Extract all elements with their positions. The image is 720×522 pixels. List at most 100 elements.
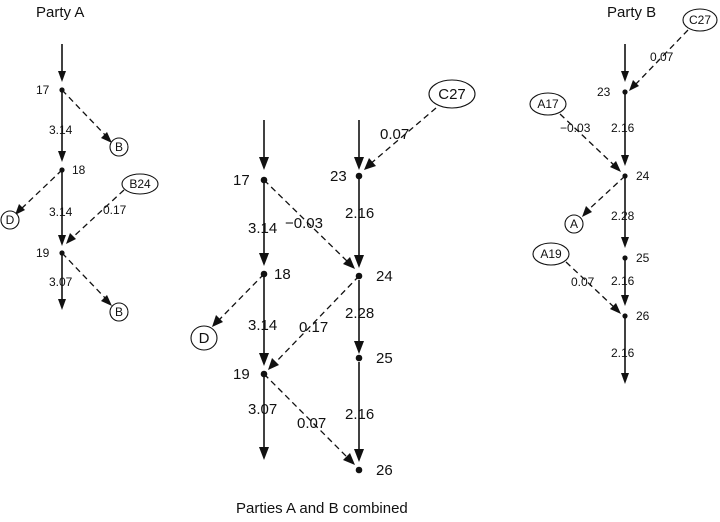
source-oval — [109, 302, 129, 322]
arrow-head — [259, 447, 269, 460]
node — [59, 250, 65, 256]
party-a-diagram: 17 18 19 3.14 3.14 3.07 0.17 B D B24 B — [0, 44, 159, 322]
edge-weight: 2.28 — [345, 305, 374, 322]
edge-weight: 0.07 — [650, 50, 674, 64]
node-label: 25 — [636, 251, 650, 265]
edge — [368, 107, 437, 166]
edge-weight: 3.07 — [49, 275, 73, 289]
arrow-head — [343, 453, 355, 465]
edge-weight: 3.14 — [248, 220, 277, 237]
arrow-head — [582, 206, 592, 217]
arrow-head — [621, 373, 629, 384]
edge-weight: 3.07 — [248, 401, 277, 418]
party-a-title: Party A — [36, 4, 84, 21]
source-oval — [564, 214, 584, 234]
arrow-head — [354, 157, 364, 170]
edge — [19, 169, 63, 211]
oval-label: C27 — [438, 86, 466, 103]
node — [59, 87, 65, 93]
arrow-head — [621, 155, 629, 166]
node-label: 19 — [233, 366, 250, 383]
arrow-head — [629, 80, 639, 91]
oval-label: A17 — [537, 97, 559, 111]
oval-label: D — [199, 330, 210, 347]
arrow-head — [621, 237, 629, 248]
node — [260, 270, 268, 278]
edge — [263, 373, 351, 461]
party-b-title: Party B — [607, 4, 656, 21]
oval-label: A19 — [540, 247, 562, 261]
edge-weight: 2.16 — [611, 121, 635, 135]
arrow-head — [259, 253, 269, 266]
arrow-head — [354, 449, 364, 462]
source-oval — [121, 173, 159, 195]
node-label: 24 — [376, 268, 393, 285]
combined-title: Parties A and B combined — [236, 500, 408, 517]
node — [260, 176, 268, 184]
edge — [585, 175, 626, 213]
edge-weight: −0.03 — [560, 121, 591, 135]
arrow-head — [354, 255, 364, 268]
node-label: 19 — [36, 246, 50, 260]
oval-label: C27 — [689, 13, 711, 27]
node-label: 18 — [72, 163, 86, 177]
edge-weight: 3.14 — [49, 205, 73, 219]
edge — [61, 89, 109, 139]
edge-weight: 0.07 — [297, 415, 326, 432]
edge — [633, 29, 689, 87]
edge — [263, 179, 351, 265]
source-oval — [532, 242, 570, 266]
source-oval — [428, 79, 476, 109]
edge — [559, 113, 617, 168]
node — [622, 89, 628, 95]
edge-weight: 0.17 — [103, 203, 127, 217]
oval-label: A — [570, 217, 578, 231]
edge-weight: 0.07 — [380, 126, 409, 143]
arrow-head — [58, 299, 66, 310]
node — [260, 370, 268, 378]
arrow-head — [101, 295, 112, 306]
source-oval — [529, 92, 567, 116]
edge-weight: 2.28 — [611, 209, 635, 223]
source-oval — [190, 325, 218, 351]
arrow-head — [58, 235, 66, 246]
node-label: 17 — [36, 83, 50, 97]
node-label: 24 — [636, 169, 650, 183]
edge-weight: 3.14 — [248, 317, 277, 334]
arrow-head — [354, 341, 364, 354]
edge-weight: 0.07 — [571, 275, 595, 289]
node — [622, 313, 628, 319]
edge — [61, 252, 109, 302]
edge-weight: 0.17 — [299, 319, 328, 336]
arrow-head — [268, 358, 279, 370]
arrow-head — [58, 71, 66, 82]
edge — [216, 273, 265, 323]
oval-label: D — [6, 213, 15, 227]
edge — [565, 261, 617, 310]
arrow-head — [364, 158, 376, 170]
node — [59, 167, 65, 173]
source-oval — [0, 210, 20, 230]
node — [622, 173, 628, 179]
node — [355, 272, 363, 280]
node-label: 25 — [376, 350, 393, 367]
arrow-head — [101, 132, 112, 143]
node — [622, 255, 628, 261]
edge — [71, 189, 125, 239]
combined-diagram: 17 18 19 23 24 25 26 3.14 3.14 3.07 −0.0… — [190, 79, 476, 479]
arrow-head — [343, 257, 355, 269]
party-b-diagram: 23 24 25 26 0.07 2.16 −0.03 2.28 2.16 0.… — [529, 8, 718, 384]
arrow-head — [621, 71, 629, 82]
node-label: 17 — [233, 172, 250, 189]
oval-label: B24 — [129, 177, 151, 191]
arrow-head — [15, 204, 25, 215]
oval-label: B — [115, 140, 123, 154]
arrow-head — [259, 157, 269, 170]
arrow-head — [66, 233, 76, 244]
arrow-head — [610, 303, 621, 314]
node — [355, 466, 363, 474]
edge-weight: 2.16 — [345, 406, 374, 423]
edge-weight: 2.16 — [345, 205, 374, 222]
arrow-head — [621, 295, 629, 306]
